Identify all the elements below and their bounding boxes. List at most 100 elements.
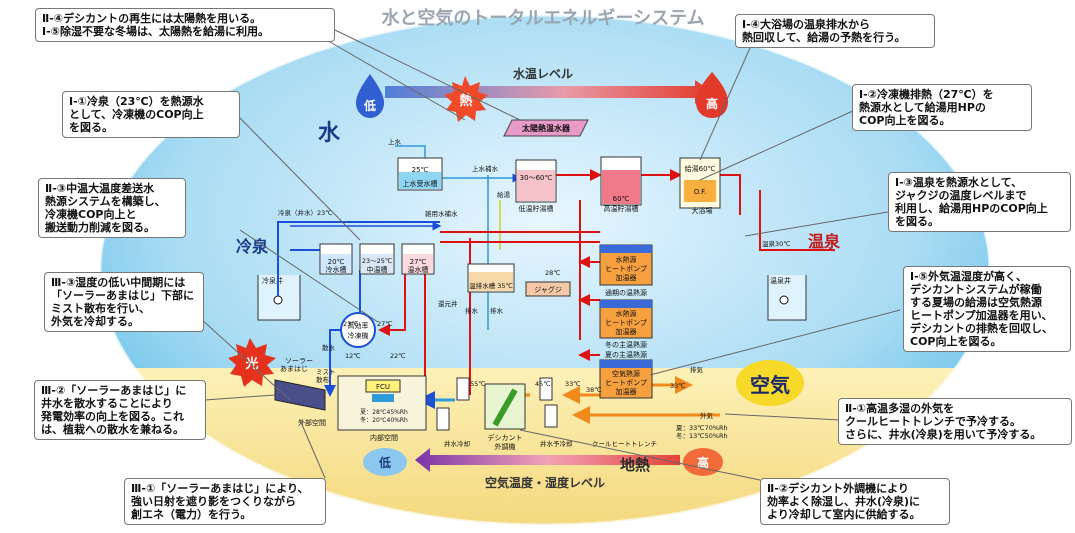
hp-warm-heater: 水熱源 ヒートポンプ 加温器 通期の温熱源 [599, 244, 653, 297]
bath-tank: 給湯60℃ O.F. 大浴場 [679, 157, 721, 215]
label-hot-spring-temp: 温泉30℃ [762, 239, 791, 248]
callout-bath-heat-recovery: Ⅰ-④大浴場の温泉排水から 熱回収して、給湯の予熱を行う。 [735, 14, 935, 48]
hp-air-line2: ヒートポンプ [605, 379, 647, 387]
callout-8-line1: Ⅰ-⑤外気温湿度が高く、 [910, 270, 1027, 283]
pipe-network [277, 145, 835, 424]
bath-of: O.F. [694, 188, 707, 196]
callout-7-line3: ミスト散布を行い、 [51, 302, 150, 315]
cold-spring-label: 冷泉 [236, 237, 269, 256]
callout-desiccant-solar: Ⅱ-④デシカントの再生には太陽熱を用いる。 Ⅰ-⑤除湿不要な冬場は、太陽熱を給湯… [35, 8, 335, 42]
callout-12-line2: 効率よく除湿し、井水(冷泉)に [767, 495, 921, 508]
callout-2-line2: 熱回収して、給湯の予熱を行う。 [742, 31, 906, 44]
callout-5-line3: 冷凍機COP向上と [45, 208, 137, 221]
callout-mist-cooling: Ⅲ-③湿度の低い中間期には 「ソーラーあまはじ」下部に ミスト散布を行い、 外気… [44, 272, 204, 332]
bath-label: 大浴場 [692, 206, 713, 215]
callout-10-line3: さらに、井水(冷泉)を用いて予冷する。 [845, 428, 1042, 441]
water-level-label: 水温レベル [513, 66, 573, 81]
callout-1-line2: Ⅰ-⑤除湿不要な冬場は、太陽熱を給湯に利用。 [42, 25, 269, 38]
cold-tank-label: 冷水槽 [326, 265, 347, 274]
water-tank-temp: 25℃ [412, 166, 429, 174]
air-level-scale: 空気温度・湿度レベル 低 高 地熱 [363, 448, 723, 490]
label-t55: 55℃ [470, 380, 486, 388]
label-drain: 排水 [465, 306, 479, 315]
callout-11-line1: Ⅲ-①「ソーラーあまはじ」により、 [131, 482, 309, 495]
low-cloud-icon: 低 [363, 448, 407, 476]
warm-water-tank: 27℃ 温水槽 [401, 243, 435, 275]
callout-cool-trench: Ⅱ-①高温多湿の外気を クールヒートトレンチで予冷する。 さらに、井水(冷泉)を… [838, 398, 1072, 445]
cold-well-label: 冷泉井 [262, 276, 283, 285]
callout-desiccant-unit: Ⅱ-②デシカント外調機により 効率よく除湿し、井水(冷泉)に より冷却して室内に… [760, 478, 950, 525]
water-label: 水 [318, 121, 341, 146]
label-t22: 22℃ [390, 352, 406, 360]
callout-9-line4: は、植栽への散水を兼ねる。 [41, 423, 184, 436]
air-level-label: 空気温度・湿度レベル [485, 475, 605, 490]
label-t33a: 33℃ [565, 380, 581, 388]
callout-solar-amahaji: Ⅲ-①「ソーラーあまはじ」により、 強い日射を遮り影をつくりながら 創エネ（電力… [124, 478, 326, 525]
hp-warm-line2: ヒートポンプ [605, 265, 647, 273]
label-t12: 12℃ [345, 352, 361, 360]
callout-7-line4: 外気を冷却する。 [51, 315, 139, 328]
label-exhaust: 排気 [690, 365, 704, 374]
label-well-precool: 井水予冷却 [540, 439, 573, 448]
callout-8-line6: COP向上を図る。 [910, 335, 1002, 348]
callout-1-line1: Ⅱ-④デシカントの再生には太陽熱を用いる。 [42, 12, 262, 25]
warm-tank-temp: 27℃ [410, 258, 427, 266]
hp-warm-line3: 加温器 [616, 273, 637, 282]
callout-8-line3: する夏場の給湯は空気熱源 [910, 296, 1042, 309]
hot-spring-label: 温泉 [807, 232, 841, 251]
label-t23: 23℃ [343, 320, 359, 328]
callout-4-line2: 熱源水として給湯用HPの [859, 101, 986, 114]
callout-mid-temp-system: Ⅱ-③中温大温度差送水 熱源システムを構築し、 冷凍機COP向上と 搬送動力削減… [38, 178, 186, 238]
ground-heat-label: 地熱 [620, 456, 650, 474]
water-level-scale: 水温レベル 低 高 熱 [356, 66, 728, 122]
jacuzzi: ジャグジ [525, 281, 571, 297]
jacuzzi-label: ジャグジ [534, 285, 562, 294]
mid-tank-label: 中温槽 [367, 265, 388, 274]
high-cloud-icon: 高 [683, 448, 723, 476]
label-return-well: 還元井 [438, 299, 458, 308]
callout-3-line2: として、冷凍機のCOP向上 [69, 108, 204, 121]
outdoor-cond-summer: 夏：33℃70%Rh [676, 424, 728, 432]
callout-7-line2: 「ソーラーあまはじ」下部に [51, 289, 194, 302]
callout-12-line1: Ⅱ-②デシカント外調機により [767, 482, 909, 495]
label-well-cooling: 井水冷却 [444, 439, 470, 448]
label-t38: 38℃ [586, 386, 602, 394]
callout-10-line2: クールヒートトレンチで予冷する。 [845, 415, 1021, 428]
heat-sun-icon: 熱 [444, 76, 488, 122]
low-tank-label: 低温貯湯槽 [519, 204, 554, 213]
air-cloud-icon: 空気 [736, 360, 804, 406]
warm-tank-label: 温水槽 [408, 265, 429, 274]
label-misc-well: 雑用水補水 [425, 209, 458, 218]
amahaji-line1: ソーラー [285, 357, 313, 365]
high-tank-label: 高温貯湯槽 [604, 204, 639, 213]
cooling-coils [436, 377, 558, 431]
indoor-cond-winter: 冬：20℃40%Rh [360, 416, 408, 424]
cold-well: 冷泉井 [257, 275, 301, 321]
amahaji-line2: あまはじ [280, 365, 308, 373]
high-efficiency-chiller: 高効率 冷凍機 [340, 312, 376, 348]
callout-2-line1: Ⅰ-④大浴場の温泉排水から [742, 18, 870, 31]
fcu-label: FCU [376, 383, 390, 391]
cold-water-tank: 20℃ 冷水槽 [319, 243, 353, 275]
callout-11-line2: 強い日射を遮り影をつくりながら [131, 495, 296, 508]
diagram-title: 水と空気のトータルエネルギーシステム [381, 7, 704, 28]
heat-label: 熱 [459, 93, 472, 109]
callout-9-line2: 井水を散水することにより [41, 397, 173, 410]
callout-6-line3: 利用し、給湯用HPのCOP向上 [895, 202, 1048, 215]
callout-8-line4: ヒートポンプ加温器を用い、 [910, 309, 1053, 322]
hp-air-line1: 空気熱源 [612, 369, 640, 378]
callout-8-line5: デシカントの排熱を回収し、 [910, 322, 1053, 335]
outdoor-cond-winter: 冬：13℃50%Rh [676, 431, 728, 440]
low-drop-icon [356, 74, 384, 118]
callout-3-line3: を図る。 [69, 121, 113, 134]
desiccant-line2: 外調機 [495, 442, 516, 451]
hp-warm-line1: 水熱源 [616, 255, 637, 264]
outdoor-label: 外部空間 [298, 418, 326, 427]
callout-9-line1: Ⅲ-②「ソーラーあまはじ」に [41, 384, 187, 397]
callout-hot-spring-source: Ⅰ-③温泉を熱源水として、 ジャクジの温度レベルまで 利用し、給湯用HPのCOP… [888, 172, 1071, 232]
waste-hot-water-tank: 温排水槽 35℃ [467, 263, 515, 293]
high-temp-tank: 60℃ 高温貯湯槽 [600, 156, 642, 213]
solar-amahaji: ソーラー あまはじ ミスト 散布 外部空間 [274, 357, 336, 427]
water-receiving-tank: 25℃ 上水受水槽 [397, 157, 443, 191]
label-t33b: 33℃ [670, 382, 686, 390]
